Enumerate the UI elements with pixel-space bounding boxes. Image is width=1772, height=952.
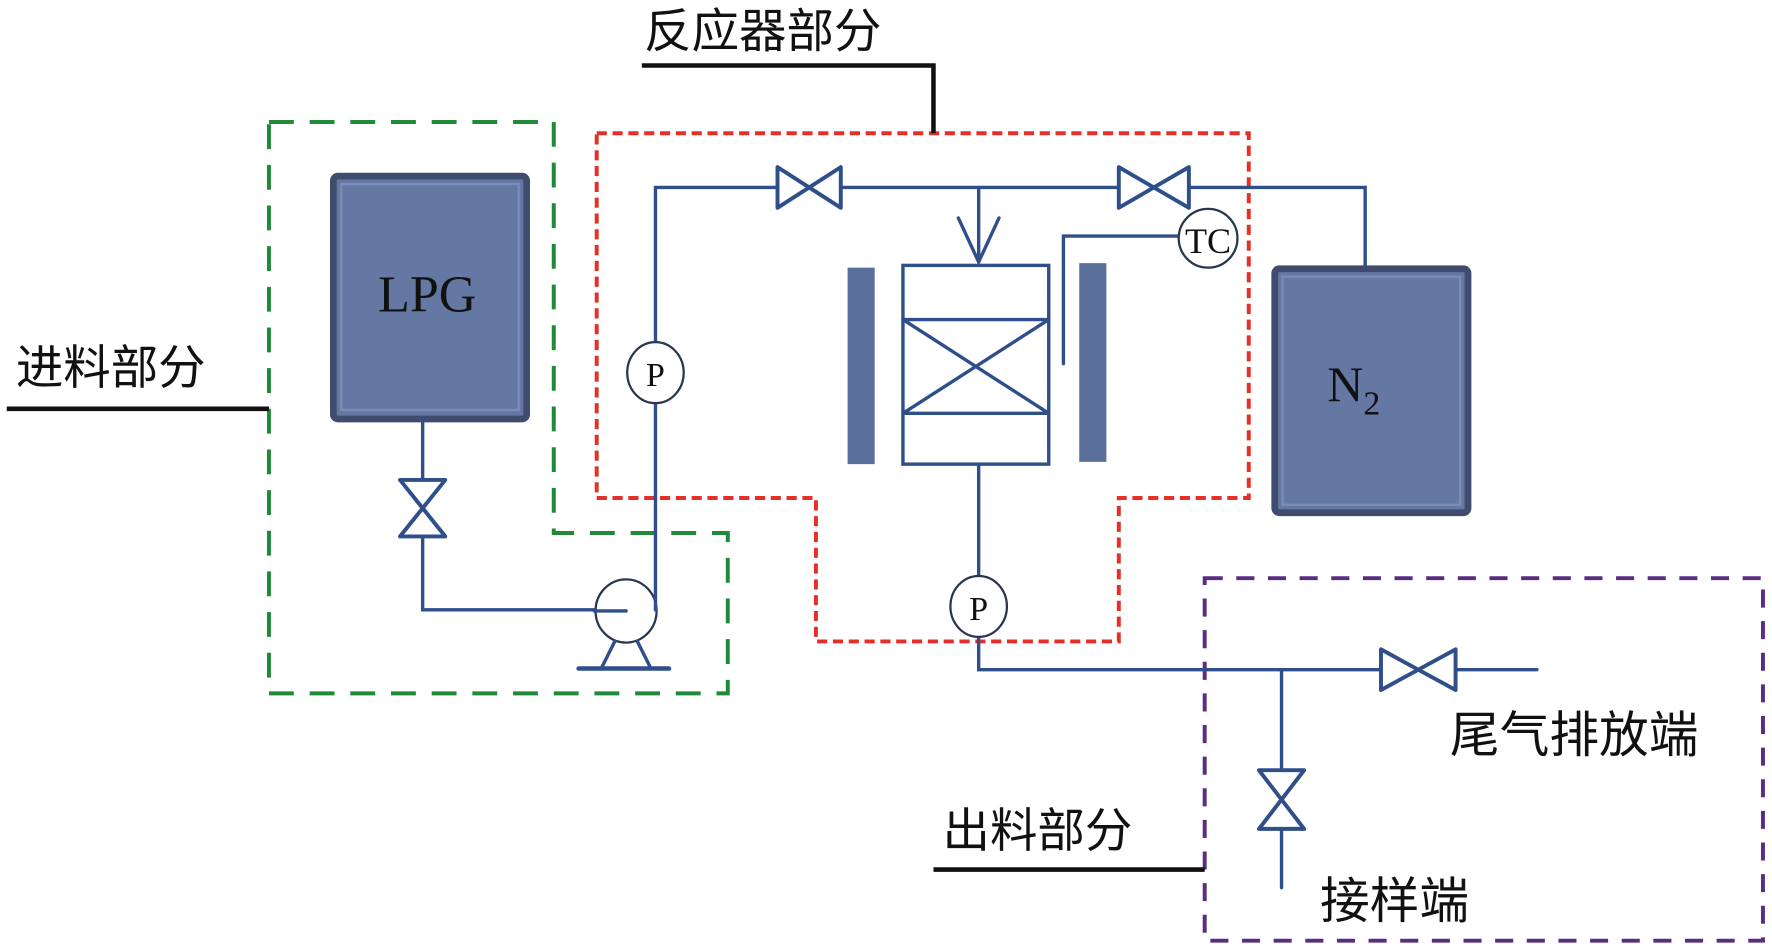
exhaust-valve[interactable] — [1379, 647, 1458, 692]
n2-valve[interactable] — [1116, 165, 1191, 210]
lpg-tank-label: LPG — [378, 267, 476, 324]
sampling-valve[interactable] — [1256, 768, 1307, 831]
outlet-pressure-gauge: P — [949, 574, 1009, 639]
feed-line — [653, 185, 780, 612]
reactor-outlet-pipe — [976, 462, 1539, 672]
sampling-outlet-label: 接样端 — [1320, 872, 1469, 930]
temperature-controller-label: TC — [1185, 221, 1231, 261]
feed-section-outline — [266, 119, 730, 696]
reactor-section-outline — [594, 131, 1251, 644]
n2-tank-label: N2 — [1327, 357, 1380, 423]
top-header-pipe — [839, 185, 1367, 271]
lpg-outlet-pipe — [420, 418, 597, 612]
lpg-valve[interactable] — [398, 477, 448, 539]
inlet-pressure-gauge-label: P — [646, 357, 665, 394]
thermocouple-line — [1061, 234, 1181, 366]
fixed-bed-reactor — [901, 263, 1051, 466]
inlet-pressure-gauge: P — [626, 341, 685, 405]
exhaust-outlet-label: 尾气排放端 — [1450, 706, 1699, 764]
left-heater — [847, 267, 875, 465]
output-section-label: 出料部分 — [943, 804, 1133, 859]
lpg-tank: LPG — [329, 172, 531, 423]
feed-pump[interactable] — [576, 578, 672, 671]
reactor-inlet-arrow — [956, 185, 1001, 267]
reactor-section-leader — [641, 63, 936, 134]
output-section-outline — [1202, 576, 1765, 943]
right-heater — [1079, 263, 1107, 462]
feed-inlet-valve[interactable] — [775, 165, 843, 210]
temperature-controller: TC — [1177, 207, 1239, 269]
n2-tank: N2 — [1271, 265, 1472, 517]
feed-section-label: 进料部分 — [16, 341, 206, 396]
reactor-section-label: 反应器部分 — [644, 4, 881, 59]
outlet-pressure-gauge-label: P — [969, 591, 988, 628]
